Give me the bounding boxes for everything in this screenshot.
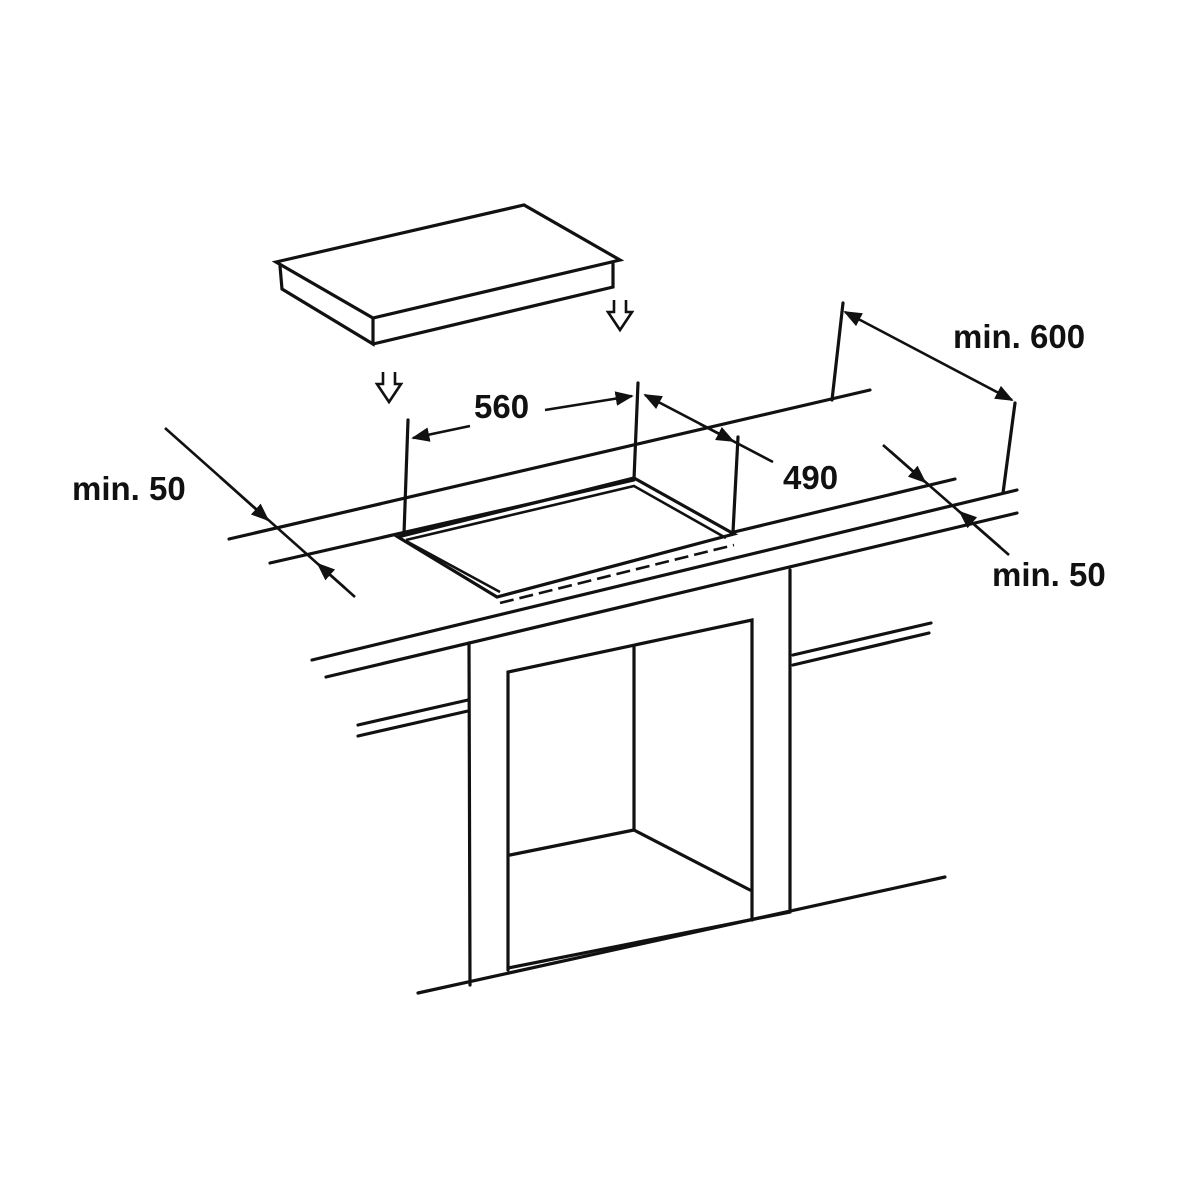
label-cutout-depth: 490 (783, 459, 839, 496)
dimension-min-600 (830, 301, 1017, 495)
down-arrow-icon (374, 372, 404, 405)
dimension-560 (402, 381, 640, 536)
base-cabinet (356, 568, 947, 995)
hob-appliance (271, 203, 625, 347)
down-arrow-icon (605, 300, 635, 333)
worktop (227, 388, 1019, 679)
worktop-cutout (393, 476, 739, 605)
label-min-50-right: min. 50 (992, 556, 1106, 593)
dimension-min-50-left (164, 427, 356, 598)
dimension-490 (643, 393, 774, 534)
label-cutout-width: 560 (474, 388, 530, 425)
label-min-600: min. 600 (953, 318, 1086, 355)
dimension-min-50-right (882, 444, 1010, 556)
label-min-50-left: min. 50 (72, 470, 186, 507)
